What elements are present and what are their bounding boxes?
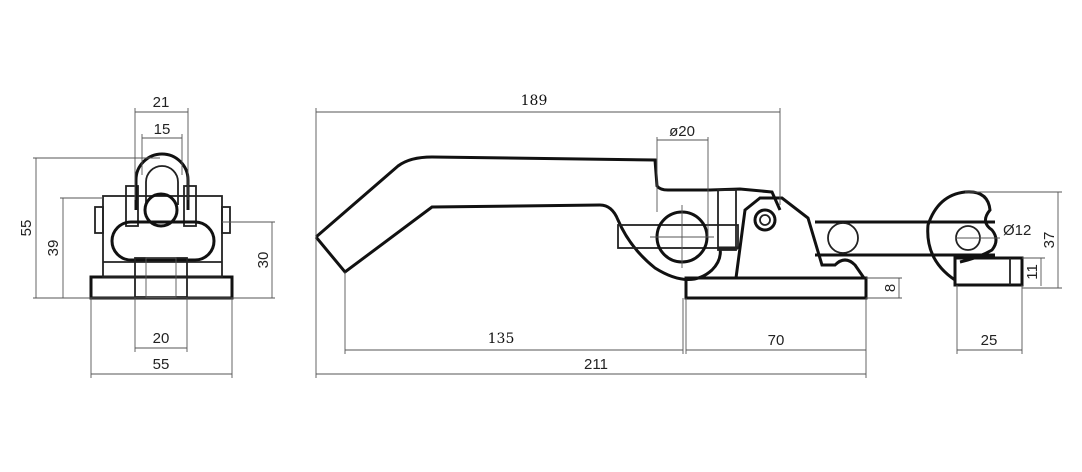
dim-37: 37 [1041, 232, 1058, 249]
side-view [314, 155, 1024, 300]
front-hoop [134, 152, 190, 210]
front-bolt [110, 220, 216, 262]
catch-plate [953, 256, 1024, 287]
front-view [89, 152, 234, 300]
hook-wing [926, 190, 998, 282]
front-body [102, 195, 223, 278]
dim-25: 25 [981, 332, 998, 349]
front-right-pin [221, 206, 231, 234]
dim-diameter-12: Ø12 [1003, 222, 1031, 239]
front-right-cheek [183, 185, 197, 227]
dim-20: 20 [153, 330, 170, 347]
dim-135: 135 [488, 331, 515, 347]
dim-21: 21 [153, 94, 170, 111]
dim-diameter-20: ø20 [669, 123, 695, 140]
dim-55-width: 55 [153, 356, 170, 373]
dim-8: 8 [882, 284, 899, 292]
dim-70: 70 [768, 332, 785, 349]
clamp-block [717, 189, 737, 251]
front-left-pin [94, 206, 104, 234]
side-dimensions: 189 ø20 Ø12 37 11 8 135 70 211 25 [315, 93, 1062, 378]
dim-39: 39 [45, 240, 62, 257]
front-pivot-circle [143, 192, 179, 228]
hook-rod [815, 220, 995, 257]
dim-30: 30 [255, 252, 272, 269]
dim-11: 11 [1024, 264, 1041, 280]
front-left-cheek [125, 185, 139, 227]
bracket-bolt [753, 208, 777, 232]
dim-15: 15 [154, 121, 171, 138]
front-base-plate [89, 275, 234, 300]
handle-inner [314, 203, 738, 281]
front-dimensions: 21 15 55 39 30 20 55 [18, 94, 275, 378]
front-hoop-inner [145, 165, 179, 205]
latch-bar [617, 224, 739, 249]
dim-189: 189 [521, 93, 548, 109]
rod-roller [827, 222, 859, 254]
dim-55-height: 55 [18, 220, 35, 237]
side-base-plate [684, 276, 868, 300]
dim-211: 211 [584, 356, 608, 373]
pivot-bracket [734, 196, 866, 279]
